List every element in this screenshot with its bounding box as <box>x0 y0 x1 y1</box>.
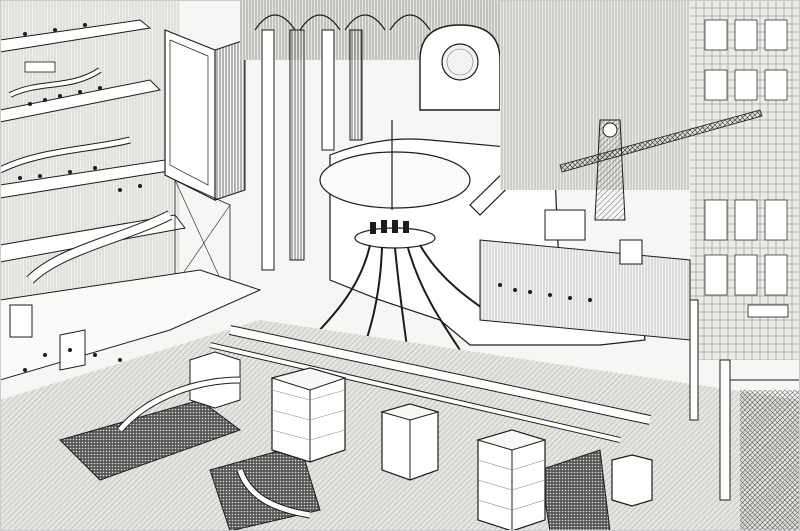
left-balconies <box>0 0 186 300</box>
right-facade <box>500 0 800 360</box>
oval-platform <box>319 151 471 209</box>
right-banner-sign <box>747 304 789 318</box>
white-cube-4 <box>611 454 653 507</box>
clock-tower <box>594 119 626 221</box>
left-ground-platform <box>0 269 262 393</box>
round-window <box>441 43 479 81</box>
lower-machinery <box>0 299 800 531</box>
white-cube-1 <box>270 367 347 463</box>
white-cube-3 <box>476 429 547 531</box>
tall-screen-panel <box>164 29 246 301</box>
white-cube-2 <box>380 403 440 481</box>
left-wall-sign <box>24 61 56 73</box>
